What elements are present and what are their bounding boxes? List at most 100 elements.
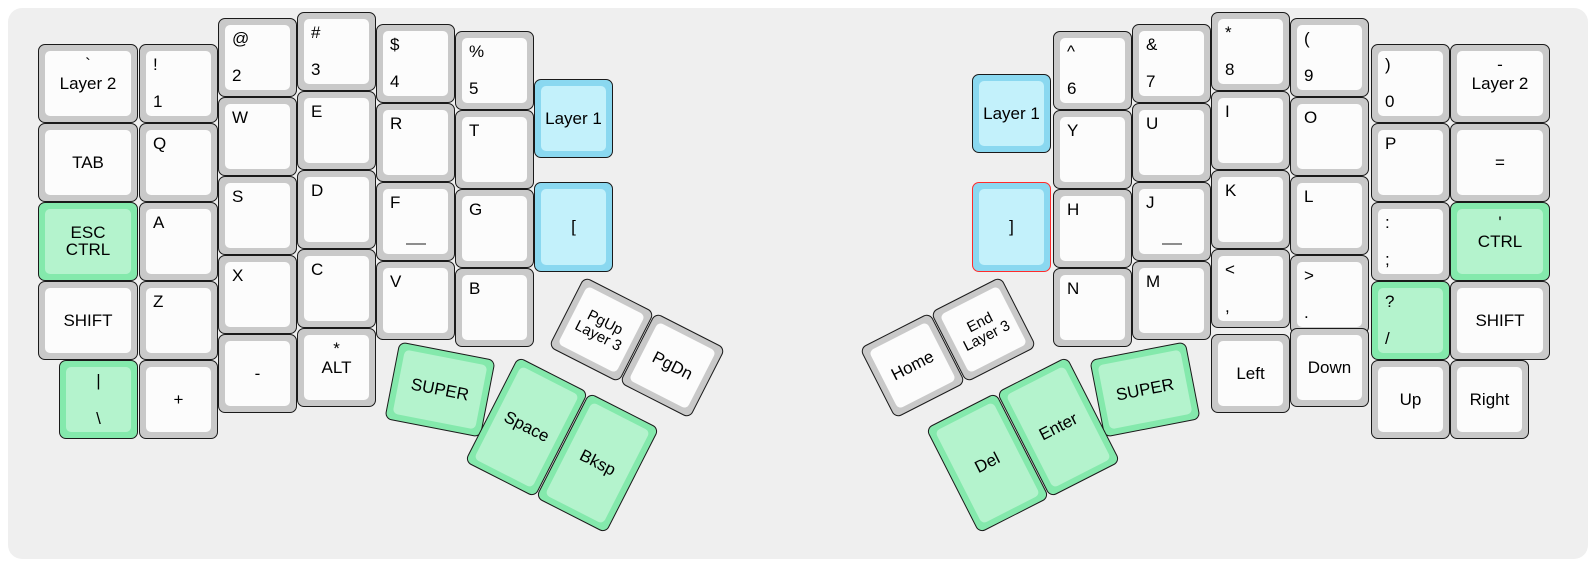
key-e[interactable]: E — [297, 91, 376, 170]
key-equal[interactable]: = — [1450, 123, 1550, 202]
key-cap: >. — [1297, 262, 1362, 327]
key-v[interactable]: V — [376, 261, 455, 340]
key-cap: T — [462, 117, 527, 182]
key-b[interactable]: B — [455, 268, 534, 347]
key-8[interactable]: *8 — [1211, 12, 1290, 91]
key-plus[interactable]: + — [139, 360, 218, 439]
key-cap: -Layer 2 — [1457, 51, 1543, 116]
key-legend-bl: 4 — [390, 72, 400, 92]
key-dash-layer2[interactable]: -Layer 2 — [1450, 44, 1550, 123]
key-w[interactable]: W — [218, 97, 297, 176]
key-h[interactable]: H — [1053, 189, 1132, 268]
key-cap: *8 — [1218, 19, 1283, 84]
key-cap: ^6 — [1060, 38, 1125, 103]
key-legend-bl: ; — [1385, 250, 1390, 270]
key-arrow-right[interactable]: Right — [1450, 360, 1529, 439]
key-cap: :; — [1378, 209, 1443, 274]
key-x[interactable]: X — [218, 255, 297, 334]
key-cap: H — [1060, 196, 1125, 261]
key-super-left[interactable]: SUPER — [384, 341, 496, 438]
key-shift[interactable]: SHIFT — [38, 281, 138, 360]
key-layer1[interactable]: Layer 1 — [534, 79, 613, 158]
key-9[interactable]: (9 — [1290, 18, 1369, 97]
key-legend-tl: % — [469, 42, 485, 61]
key-comma[interactable]: <, — [1211, 249, 1290, 328]
key-pipe-backslash[interactable]: |\ — [59, 360, 138, 439]
key-slash[interactable]: ?/ — [1371, 281, 1450, 360]
key-right-bracket[interactable]: ] — [972, 182, 1051, 272]
homing-bar-icon — [1161, 243, 1182, 245]
key-z[interactable]: Z — [139, 281, 218, 360]
key-g[interactable]: G — [455, 189, 534, 268]
key-arrow-down[interactable]: Down — [1290, 328, 1369, 407]
key-left-bracket[interactable]: [ — [534, 182, 613, 272]
key-shift-right[interactable]: SHIFT — [1450, 281, 1550, 360]
key-a[interactable]: A — [139, 202, 218, 281]
key-k[interactable]: K — [1211, 170, 1290, 249]
key-7[interactable]: &7 — [1132, 24, 1211, 103]
key-6[interactable]: ^6 — [1053, 31, 1132, 110]
key-legend-ct: = — [1495, 152, 1505, 172]
key-layer1-right[interactable]: Layer 1 — [972, 74, 1051, 153]
key-f[interactable]: F — [376, 182, 455, 261]
key-legend-tl: Y — [1067, 121, 1079, 140]
key-q[interactable]: Q — [139, 123, 218, 202]
key-cap: TAB — [45, 130, 131, 195]
key-1[interactable]: !1 — [139, 44, 218, 123]
key-legend-ct: Layer 2 — [59, 73, 117, 93]
key-2[interactable]: @2 — [218, 18, 297, 97]
key-3[interactable]: #3 — [297, 12, 376, 91]
key-u[interactable]: U — [1132, 103, 1211, 182]
key-l[interactable]: L — [1290, 176, 1369, 255]
key-legend-tl: J — [1146, 193, 1155, 212]
key-0[interactable]: )0 — [1371, 44, 1450, 123]
key-j[interactable]: J — [1132, 182, 1211, 261]
key-cap: F — [383, 189, 448, 254]
key-alt[interactable]: *ALT — [297, 328, 376, 407]
key-o[interactable]: O — [1290, 97, 1369, 176]
key-m[interactable]: M — [1132, 261, 1211, 340]
key-semicolon[interactable]: :; — [1371, 202, 1450, 281]
key-cap: S — [225, 183, 290, 248]
key-legend-ct: Space — [500, 407, 553, 447]
key-legend-tl: P — [1385, 134, 1397, 153]
key-r[interactable]: R — [376, 103, 455, 182]
key-legend-ct: [ — [571, 217, 576, 237]
key-legend-tl: L — [1304, 187, 1314, 206]
key-5[interactable]: %5 — [455, 31, 534, 110]
key-cap: K — [1218, 177, 1283, 242]
key-cap: - — [225, 341, 290, 406]
key-arrow-up[interactable]: Up — [1371, 360, 1450, 439]
key-4[interactable]: $4 — [376, 24, 455, 103]
key-i[interactable]: I — [1211, 91, 1290, 170]
key-legend-tl: * — [1225, 23, 1232, 42]
key-cap: Right — [1457, 367, 1522, 432]
key-c[interactable]: C — [297, 249, 376, 328]
key-legend-ct: SUPER — [409, 374, 471, 404]
key-arrow-left[interactable]: Left — [1211, 334, 1290, 413]
key-tab[interactable]: TAB — [38, 123, 138, 202]
key-legend-ct: Layer 2 — [1471, 73, 1529, 93]
key-cap: = — [1457, 130, 1543, 195]
key-d[interactable]: D — [297, 170, 376, 249]
key-cap: A — [146, 209, 211, 274]
key-legend-tc: * — [333, 339, 340, 358]
key-quote-ctrl[interactable]: 'CTRL — [1450, 202, 1550, 281]
key-super-right[interactable]: SUPER — [1089, 341, 1201, 438]
key-n[interactable]: N — [1053, 268, 1132, 347]
key-p[interactable]: P — [1371, 123, 1450, 202]
key-esc-ctrl[interactable]: ESC CTRL — [38, 202, 138, 281]
key-y[interactable]: Y — [1053, 110, 1132, 189]
key-layer2-grave[interactable]: `Layer 2 — [38, 44, 138, 123]
key-s[interactable]: S — [218, 176, 297, 255]
key-legend-bl: 3 — [311, 60, 321, 80]
key-legend-ct: CTRL — [1477, 231, 1523, 251]
key-legend-tl: < — [1225, 260, 1235, 279]
key-t[interactable]: T — [455, 110, 534, 189]
key-minus[interactable]: - — [218, 334, 297, 413]
key-legend-bl: 2 — [232, 66, 242, 86]
key-cap: O — [1297, 104, 1362, 169]
key-period[interactable]: >. — [1290, 255, 1369, 334]
key-legend-bl: 8 — [1225, 60, 1235, 80]
